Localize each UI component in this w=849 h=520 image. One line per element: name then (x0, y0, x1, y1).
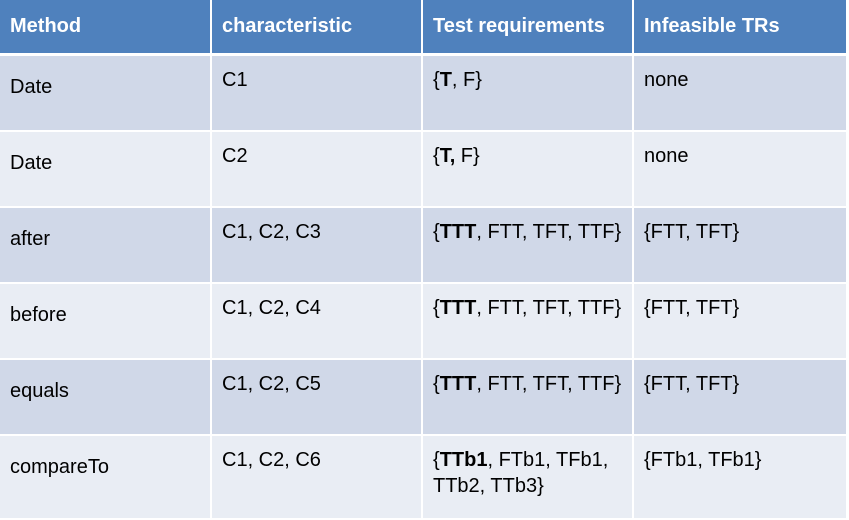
characteristic-cell: C1, C2, C3 (211, 207, 423, 284)
method-cell: equals (0, 359, 212, 436)
header-method: Method (0, 0, 212, 56)
table-header-row: Method characteristic Test requirements … (0, 0, 846, 56)
infeasible-cell: {FTT, TFT} (633, 283, 846, 360)
characteristic-cell: C1, C2, C5 (211, 359, 423, 436)
tr-open-brace: { (433, 145, 440, 167)
tr-open-brace: { (433, 449, 440, 471)
tr-bold-part: TTT (439, 297, 477, 319)
header-infeasible-trs: Infeasible TRs (633, 0, 846, 56)
tr-open-brace: { (433, 221, 440, 243)
infeasible-cell: {FTT, TFT} (633, 359, 846, 436)
table-row: equals C1, C2, C5 {TTT, FTT, TFT, TTF} {… (0, 359, 846, 436)
test-requirements-cell: {TTT, FTT, TFT, TTF} (422, 207, 634, 284)
infeasible-cell: none (633, 54, 846, 132)
table-row: Date C2 {T, F} none (0, 131, 846, 208)
test-requirements-cell: {T, F} (422, 54, 634, 132)
infeasible-cell: none (633, 131, 846, 208)
tr-open-brace: { (433, 373, 440, 395)
infeasible-cell: {FTb1, TFb1} (633, 435, 846, 520)
characteristic-cell: C1, C2, C6 (211, 435, 423, 520)
tr-rest-part: F} (455, 145, 480, 167)
table-row: before C1, C2, C4 {TTT, FTT, TFT, TTF} {… (0, 283, 846, 360)
tr-bold-part: TTb1 (439, 449, 488, 471)
method-cell: after (0, 207, 212, 284)
tr-bold-part: T, (439, 145, 456, 167)
tr-rest-part: , FTT, TFT, TTF} (476, 297, 622, 319)
tr-rest-part: , F} (451, 69, 482, 91)
characteristic-cell: C1 (211, 54, 423, 132)
header-test-requirements: Test requirements (422, 0, 634, 56)
characteristic-cell: C1, C2, C4 (211, 283, 423, 360)
table-row: after C1, C2, C3 {TTT, FTT, TFT, TTF} {F… (0, 207, 846, 284)
tr-open-brace: { (433, 297, 440, 319)
method-cell: before (0, 283, 212, 360)
infeasible-cell: {FTT, TFT} (633, 207, 846, 284)
header-characteristic: characteristic (211, 0, 423, 56)
tr-bold-part: TTT (439, 221, 477, 243)
test-requirements-cell: {TTb1, FTb1, TFb1, TTb2, TTb3} (422, 435, 634, 520)
table-row: Date C1 {T, F} none (0, 54, 846, 132)
table-row: compareTo C1, C2, C6 {TTb1, FTb1, TFb1, … (0, 435, 846, 520)
characteristic-cell: C2 (211, 131, 423, 208)
test-requirements-cell: {T, F} (422, 131, 634, 208)
test-requirements-cell: {TTT, FTT, TFT, TTF} (422, 283, 634, 360)
test-requirements-cell: {TTT, FTT, TFT, TTF} (422, 359, 634, 436)
method-cell: Date (0, 131, 212, 208)
method-cell: compareTo (0, 435, 212, 520)
tr-rest-part: , FTT, TFT, TTF} (476, 373, 622, 395)
tr-bold-part: T (439, 69, 452, 91)
tr-open-brace: { (433, 69, 440, 91)
tr-rest-part: , FTT, TFT, TTF} (476, 221, 622, 243)
method-cell: Date (0, 54, 212, 132)
tr-bold-part: TTT (439, 373, 477, 395)
